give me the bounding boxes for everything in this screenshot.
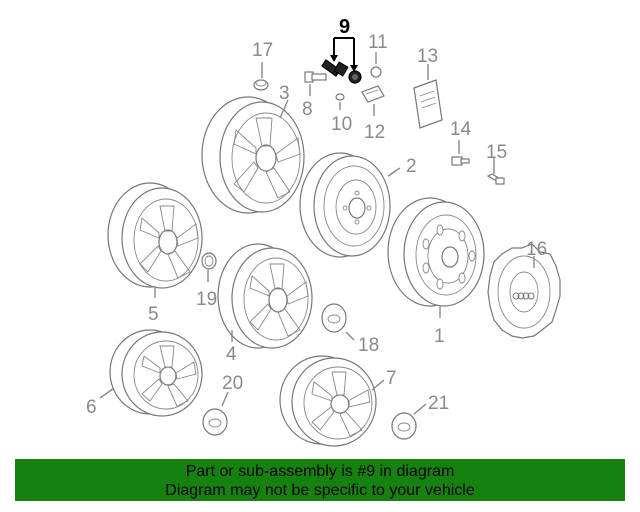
callout-5[interactable]: 5: [148, 304, 159, 325]
part-8-bolt[interactable]: [304, 71, 327, 83]
part-18-center-cap[interactable]: [321, 303, 347, 333]
part-21-center-cap[interactable]: [391, 412, 417, 440]
part-11-nut[interactable]: [370, 66, 382, 78]
part-6-alloy-wheel[interactable]: [109, 329, 203, 417]
callout-18[interactable]: 18: [358, 335, 379, 356]
part-1-steel-wheel[interactable]: [387, 197, 485, 307]
banner-line-1: Part or sub-assembly is #9 in diagram: [185, 463, 455, 480]
callout-2[interactable]: 2: [406, 156, 417, 177]
leader-3: [279, 99, 289, 119]
info-banner: Part or sub-assembly is #9 in diagram Di…: [15, 459, 625, 501]
callout-1[interactable]: 1: [434, 326, 445, 347]
leader-6: [99, 387, 115, 399]
arrow-9a: [330, 55, 338, 62]
part-19-center-cap[interactable]: [201, 252, 217, 270]
callout-9[interactable]: 9: [339, 16, 350, 38]
callout-17[interactable]: 17: [252, 40, 273, 61]
part-16-hubcap[interactable]: [487, 243, 561, 339]
part-10-washer[interactable]: [335, 93, 345, 101]
part-20-center-cap[interactable]: [202, 408, 228, 436]
callout-11[interactable]: 11: [368, 32, 388, 53]
part-12-tool[interactable]: [361, 85, 385, 103]
part-17-cap[interactable]: [253, 79, 269, 91]
arrow-9b: [350, 65, 358, 72]
leader-20: [221, 391, 229, 407]
part-2-steel-wheel[interactable]: [299, 152, 391, 258]
part-7-alloy-wheel[interactable]: [279, 355, 377, 447]
callout-10[interactable]: 10: [331, 114, 352, 135]
callout-21[interactable]: 21: [428, 393, 449, 414]
part-5-alloy-wheel[interactable]: [107, 182, 203, 289]
part-3-alloy-wheel[interactable]: [201, 96, 305, 214]
part-15-valve-stem[interactable]: [486, 173, 505, 185]
callout-15[interactable]: 15: [486, 142, 507, 163]
part-14-bolt[interactable]: [451, 156, 470, 166]
leader-9: [333, 37, 355, 68]
callout-6[interactable]: 6: [86, 397, 97, 418]
part-4-alloy-wheel[interactable]: [217, 243, 313, 349]
leader-21: [413, 403, 427, 415]
callout-7[interactable]: 7: [386, 368, 397, 389]
callout-19[interactable]: 19: [196, 289, 217, 310]
callout-13[interactable]: 13: [417, 46, 438, 67]
leader-7: [371, 379, 385, 391]
callout-12[interactable]: 12: [364, 122, 385, 143]
callout-20[interactable]: 20: [222, 373, 243, 394]
leader-18: [345, 331, 355, 341]
callout-14[interactable]: 14: [450, 119, 472, 140]
callout-4[interactable]: 4: [226, 344, 237, 365]
banner-line-2: Diagram may not be specific to your vehi…: [165, 482, 475, 499]
callout-8[interactable]: 8: [302, 99, 313, 120]
part-13-code-card[interactable]: [413, 79, 443, 129]
callout-16[interactable]: 16: [526, 239, 547, 260]
leader-2: [387, 167, 401, 177]
callout-3[interactable]: 3: [279, 83, 290, 104]
part-9-wheel-lock-bolt[interactable]: [321, 59, 362, 84]
